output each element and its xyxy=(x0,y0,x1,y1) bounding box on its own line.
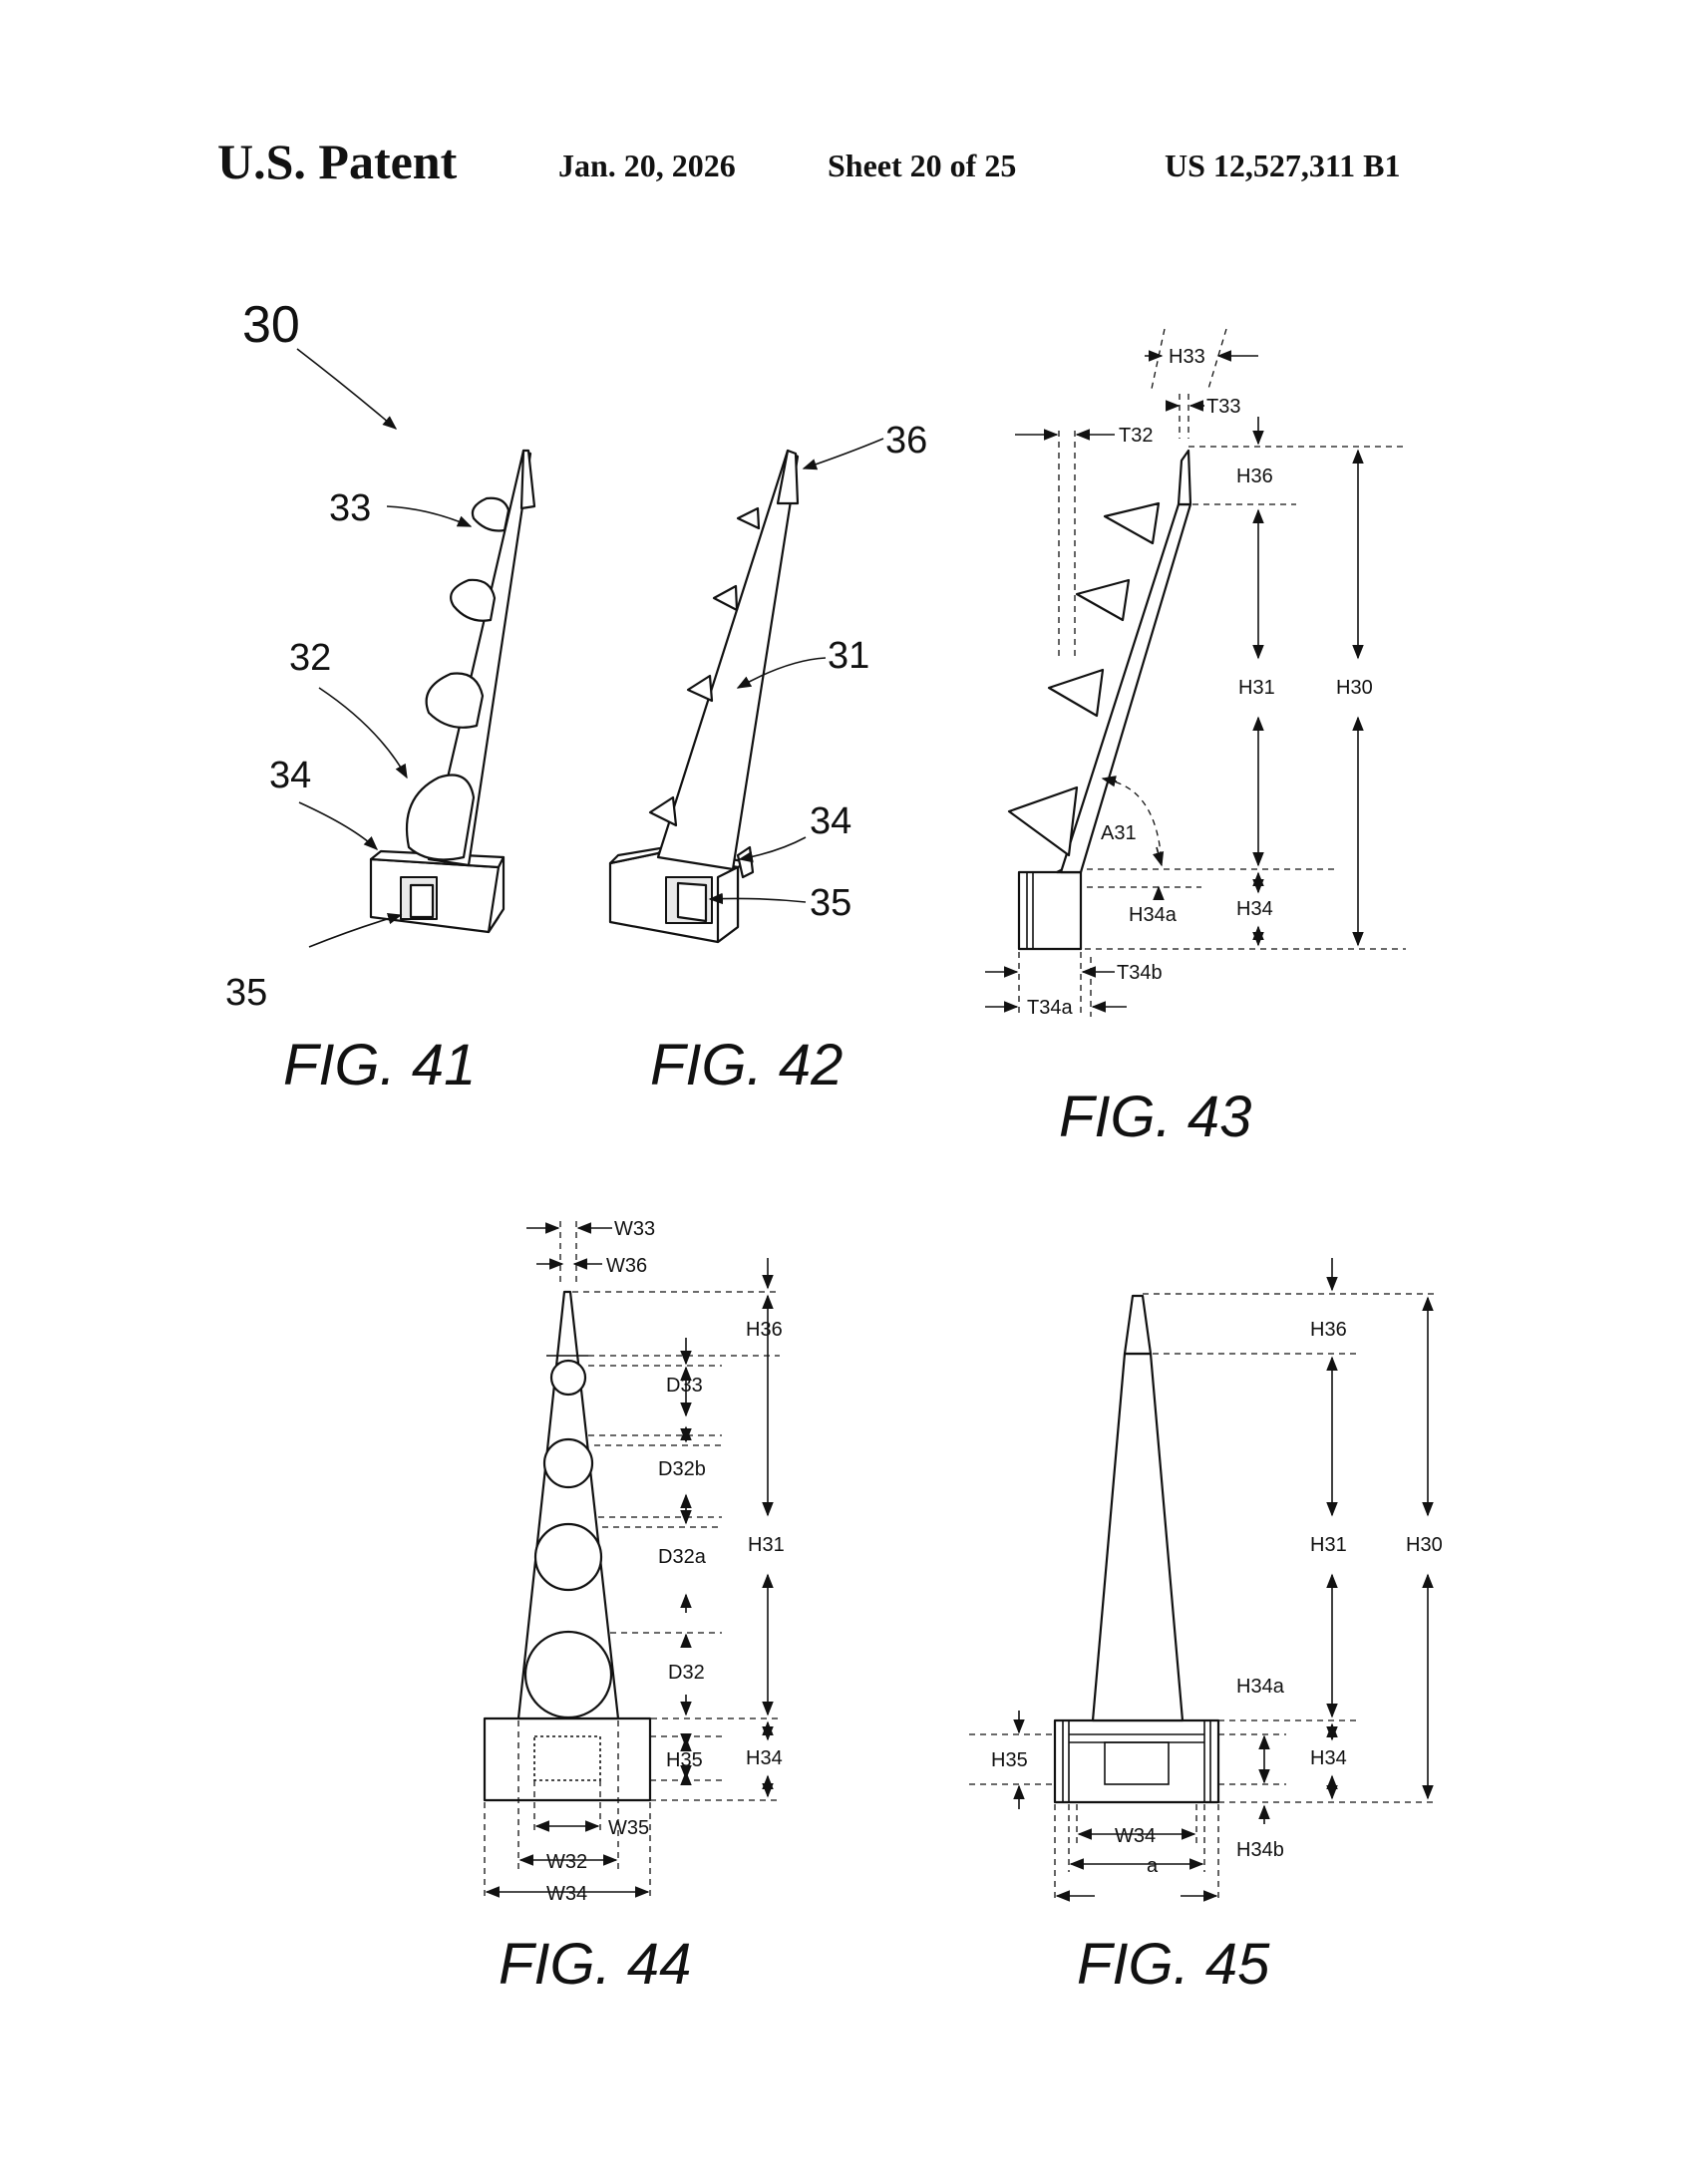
fig41-caption: FIG. 41 xyxy=(283,1033,476,1097)
fig43-dim-H34a: H34a xyxy=(1129,904,1178,926)
fig44-dim-D32b: D32b xyxy=(658,1458,706,1480)
fig42-blade xyxy=(656,449,800,879)
header-patent-number: US 12,527,311 B1 xyxy=(1165,148,1401,183)
fig43-dim-T34a: T34a xyxy=(1027,997,1073,1019)
fig41-blade xyxy=(427,449,536,867)
fig44-dim-H31: H31 xyxy=(748,1534,785,1556)
header-date: Jan. 20, 2026 xyxy=(558,148,736,183)
fig43-dim-T33: T33 xyxy=(1206,396,1240,418)
fig43-dim-H33: H33 xyxy=(1169,346,1205,368)
fig45-dim-a: a xyxy=(1147,1855,1159,1877)
fig43-dim-T32: T32 xyxy=(1119,425,1153,447)
fig45-dim-H34b: H34b xyxy=(1236,1839,1284,1861)
fig44-dim-W35: W35 xyxy=(608,1817,649,1839)
fig41-ref-30: 30 xyxy=(242,296,300,354)
fig43-dim-H36: H36 xyxy=(1236,466,1273,487)
fig41-ref-33: 33 xyxy=(329,487,371,529)
header-sheet: Sheet 20 of 25 xyxy=(828,148,1017,183)
fig41-ref-34: 34 xyxy=(269,755,311,796)
fig42-caption: FIG. 42 xyxy=(650,1033,843,1097)
fig44-teeth xyxy=(523,1359,613,1719)
fig44-dim-W34: W34 xyxy=(546,1883,587,1905)
figure-41: 30 33 32 34 35 FIG. 41 xyxy=(225,296,536,1097)
fig43-teeth xyxy=(1007,501,1161,857)
fig42-ref-36: 36 xyxy=(885,420,927,462)
fig44-blade xyxy=(516,1290,620,1720)
figure-45: H36 H31 H30 H34a H35 H34 H34b W3 xyxy=(969,1258,1443,1997)
fig45-dim-H31: H31 xyxy=(1310,1534,1347,1556)
fig45-dim-H34: H34 xyxy=(1310,1747,1347,1769)
figure-43: H33 T33 T32 H36 H31 H30 A31 xyxy=(985,328,1406,1149)
fig44-dim-H36: H36 xyxy=(746,1319,783,1341)
fig41-ref-32: 32 xyxy=(289,637,331,679)
figure-42: 36 31 34 35 FIG. 42 xyxy=(608,420,927,1097)
fig44-dim-W32: W32 xyxy=(546,1851,587,1873)
fig44-caption: FIG. 44 xyxy=(499,1932,691,1997)
fig44-dim-H35: H35 xyxy=(666,1749,703,1771)
fig45-dim-H35: H35 xyxy=(991,1749,1028,1771)
fig44-dim-H34: H34 xyxy=(746,1747,783,1769)
fig42-ref-35: 35 xyxy=(810,882,851,924)
fig45-dim-H34a: H34a xyxy=(1236,1676,1285,1698)
fig45-caption: FIG. 45 xyxy=(1077,1932,1270,1997)
fig41-base xyxy=(369,849,506,934)
fig41-ref-35: 35 xyxy=(225,972,267,1014)
fig44-dim-D32: D32 xyxy=(668,1662,705,1684)
figure-44: W33 W36 H36 D33 D32b D32a D32 H3 xyxy=(483,1218,785,1997)
fig43-dim-T34b: T34b xyxy=(1117,962,1163,984)
fig41-teeth xyxy=(405,496,510,861)
fig44-dim-D33: D33 xyxy=(666,1375,703,1397)
fig42-teeth xyxy=(648,506,761,827)
fig44-dim-W33: W33 xyxy=(614,1218,655,1240)
fig45-base xyxy=(1053,1718,1220,1804)
fig43-dim-A31: A31 xyxy=(1101,822,1137,844)
fig43-base xyxy=(1017,870,1083,951)
fig44-dim-W36: W36 xyxy=(606,1255,647,1277)
fig43-dim-H31: H31 xyxy=(1238,677,1275,699)
fig44-dim-D32a: D32a xyxy=(658,1546,707,1568)
fig42-ref-34: 34 xyxy=(810,800,851,842)
fig43-dim-H30: H30 xyxy=(1336,677,1373,699)
fig45-blade xyxy=(1091,1352,1185,1722)
fig45-dim-H36: H36 xyxy=(1310,1319,1347,1341)
fig44-base xyxy=(483,1716,652,1802)
fig45-dim-W34: W34 xyxy=(1115,1825,1156,1847)
fig45-dim-H30: H30 xyxy=(1406,1534,1443,1556)
fig42-ref-31: 31 xyxy=(828,635,869,677)
fig43-dim-H34: H34 xyxy=(1236,898,1273,920)
fig43-caption: FIG. 43 xyxy=(1059,1085,1251,1149)
header-title: U.S. Patent xyxy=(217,134,458,189)
